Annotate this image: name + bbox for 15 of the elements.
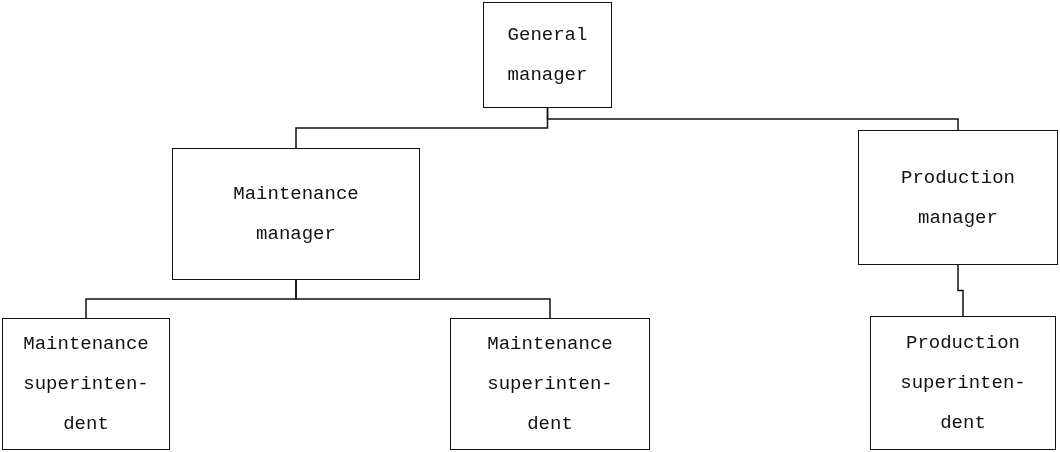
box-title: Production superinten- dent xyxy=(899,331,1027,436)
box-title: Production manager xyxy=(900,165,1016,231)
connector-line xyxy=(546,107,959,131)
org-box xyxy=(483,2,612,108)
org-box xyxy=(172,148,420,280)
org-box xyxy=(450,318,650,450)
connector-line xyxy=(295,279,551,319)
box-title: General manager xyxy=(506,23,589,88)
org-box xyxy=(858,130,1058,265)
connector-line xyxy=(957,264,964,317)
org-box xyxy=(870,316,1056,450)
box-title: Maintenance manager xyxy=(232,182,360,247)
box-title: Maintenance superinten- dent xyxy=(486,332,614,437)
org-box xyxy=(2,318,170,450)
box-title: Maintenance superinten- dent xyxy=(22,332,150,437)
